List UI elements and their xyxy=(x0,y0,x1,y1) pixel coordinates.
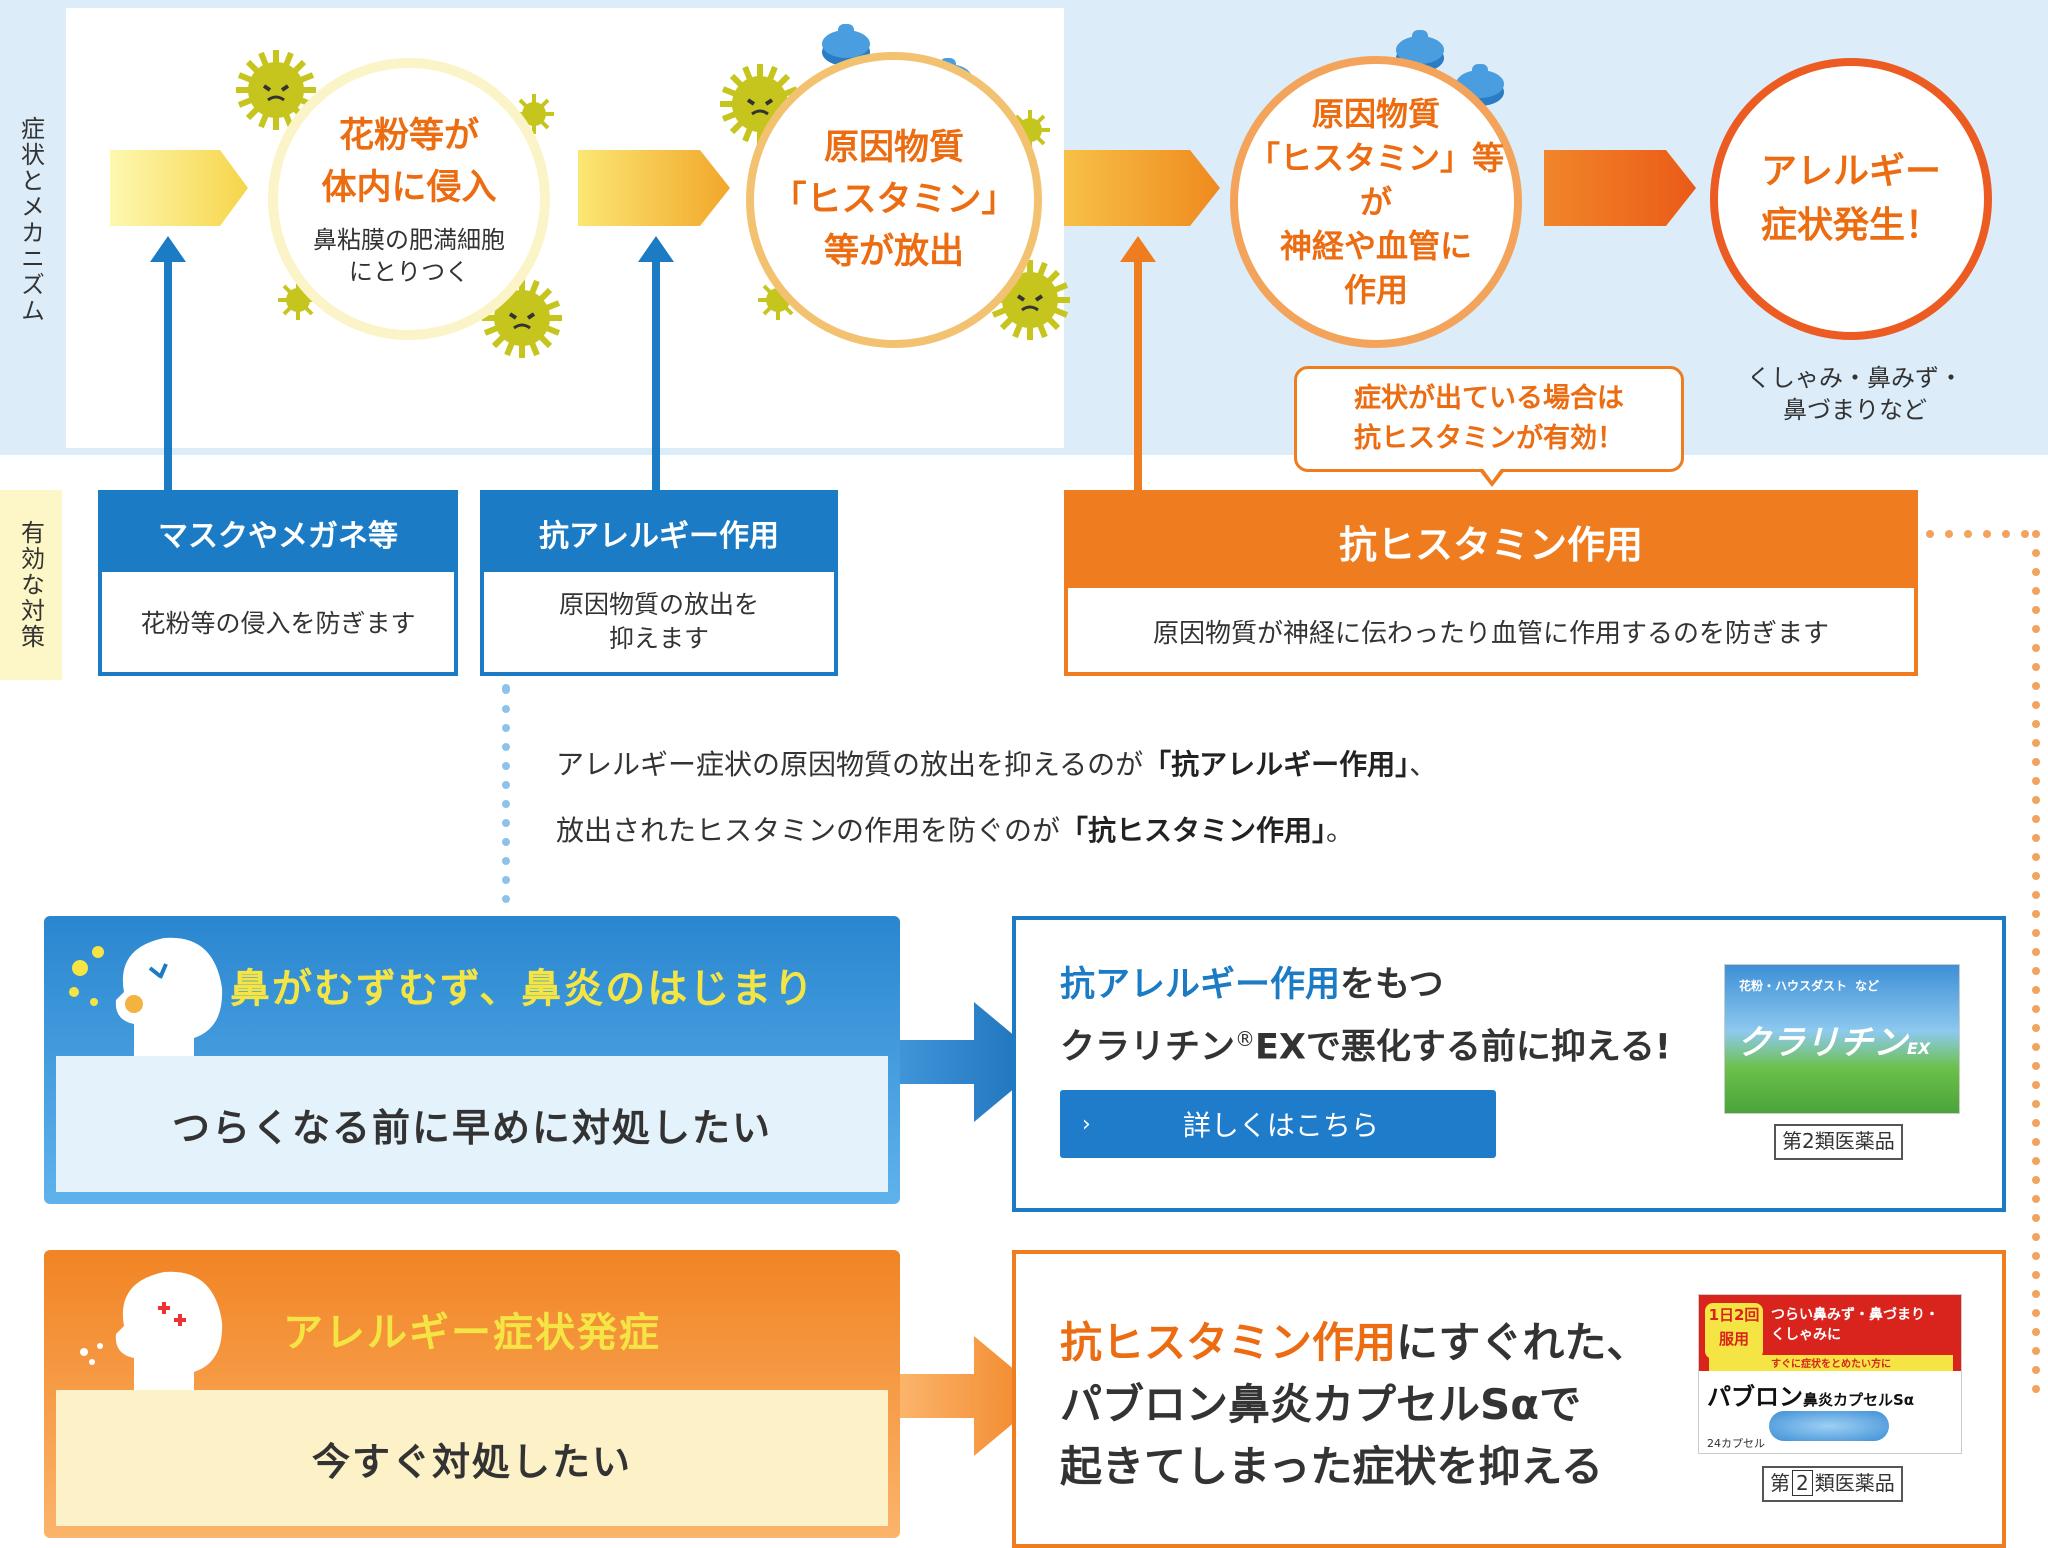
stage-allergy-onset: アレルギー症状発症 今すぐ対処したい xyxy=(44,1250,900,1538)
measure-mask-desc: 花粉等の侵入を防ぎます xyxy=(140,609,416,638)
details-button[interactable]: › 詳しくはこちら xyxy=(1060,1090,1496,1158)
step-histamine-release: 原因物質 「ヒスタミン」 等が放出 xyxy=(746,52,1042,348)
arrow-antiallergy-up xyxy=(638,236,674,490)
stage-early-subtitle: つらくなる前に早めに対処したい xyxy=(56,1056,888,1192)
measure-antiallergy-desc: 原因物質の放出を 抑えます xyxy=(558,590,759,653)
stage-onset-arrow xyxy=(900,1336,1046,1456)
flow-arrow-4 xyxy=(1544,150,1696,226)
product-pabron-description: 抗ヒスタミン作用にすぐれた、 パブロン鼻炎カプセルSαで 起きてしまった症状を抑… xyxy=(1060,1318,1649,1491)
drug-class-badge: 第2類医薬品 xyxy=(1774,1124,1903,1160)
flow-arrow-2 xyxy=(578,150,730,226)
symptom-examples: くしゃみ・鼻みず・ 鼻づまりなど xyxy=(1747,364,1963,424)
measure-antiallergy-title: 抗アレルギー作用 xyxy=(484,494,834,572)
measures-section-label: 有効な対策 xyxy=(0,490,62,680)
measure-antihistamine-desc: 原因物質が神経に伝わったり血管に作用するのを防ぎます xyxy=(1152,618,1829,649)
stage-early-symptoms: 鼻がむずむず、鼻炎のはじまり つらくなる前に早めに対処したい xyxy=(44,916,900,1204)
sneezing-face-icon xyxy=(69,937,223,1056)
measure-mask-title: マスクやメガネ等 xyxy=(102,494,454,572)
step-allergy-symptoms: アレルギー 症状発生！ xyxy=(1710,58,1992,340)
flow-arrow-1 xyxy=(110,150,248,226)
explanation-text: アレルギー症状の原因物質の放出を抑えるのが「抗アレルギー作用」、 放出されたヒス… xyxy=(556,732,1756,864)
stage-onset-subtitle: 今すぐ対処したい xyxy=(56,1390,888,1526)
sneezing-face-icon xyxy=(80,1271,223,1390)
arrow-antihist-up xyxy=(1120,236,1156,490)
product-pabron-card: 抗ヒスタミン作用にすぐれた、 パブロン鼻炎カプセルSαで 起きてしまった症状を抑… xyxy=(1012,1250,2006,1548)
antihistamine-callout: 症状が出ている場合は 抗ヒスタミンが有効！ xyxy=(1294,366,1684,472)
arrow-mask-up xyxy=(150,236,186,490)
step-histamine-action: 原因物質 「ヒスタミン」等が 神経や血管に 作用 xyxy=(1230,56,1522,348)
product-claritin-card: 抗アレルギー作用をもつ クラリチン®EXで悪化する前に抑える! › 詳しくはこち… xyxy=(1012,916,2006,1212)
step2-title: 原因物質 「ヒスタミン」 等が放出 xyxy=(771,128,1017,272)
step3-title: 原因物質 「ヒスタミン」等が 神経や血管に 作用 xyxy=(1247,95,1504,309)
product-claritin-description: 抗アレルギー作用をもつ クラリチン®EXで悪化する前に抑える! xyxy=(1060,965,1671,1068)
measure-antihistamine: 抗ヒスタミン作用 原因物質が神経に伝わったり血管に作用するのを防ぎます xyxy=(1064,490,1918,676)
measure-antiallergy: 抗アレルギー作用 原因物質の放出を 抑えます xyxy=(480,490,838,676)
stage-early-arrow xyxy=(900,1002,1046,1122)
stage-onset-title: アレルギー症状発症 xyxy=(283,1310,661,1356)
callout-tail-inner xyxy=(1481,466,1503,481)
step1-title: 花粉等が 体内に侵入 xyxy=(321,116,497,208)
measure-mask: マスクやメガネ等 花粉等の侵入を防ぎます xyxy=(98,490,458,676)
pabron-package-image: 1日2回服用 つらい鼻みず・鼻づまり・くしゃみに すぐに症状をとめたい方に パブ… xyxy=(1698,1294,1962,1454)
details-button-label: 詳しくはこちら xyxy=(1182,1109,1379,1142)
step4-title: アレルギー 症状発生！ xyxy=(1760,151,1941,246)
chevron-right-icon: › xyxy=(1082,1111,1091,1137)
step-pollen-invasion: 花粉等が 体内に侵入 鼻粘膜の肥満細胞 にとりつく xyxy=(268,58,550,340)
mechanism-section-label: 症状とメカニズム xyxy=(16,116,45,324)
explanation-line1: アレルギー症状の原因物質の放出を抑えるのが「抗アレルギー作用」、 xyxy=(556,748,1438,781)
flow-arrows xyxy=(110,150,1696,700)
step1-subtitle: 鼻粘膜の肥満細胞 にとりつく xyxy=(313,226,505,286)
flow-arrow-3 xyxy=(1064,150,1220,226)
stage-early-title: 鼻がむずむず、鼻炎のはじまり xyxy=(230,966,816,1012)
claritin-package-image: 花粉・ハウスダスト など クラリチンEX xyxy=(1724,964,1960,1114)
measure-antihistamine-title: 抗ヒスタミン作用 xyxy=(1068,494,1914,588)
explanation-line2: 放出されたヒスタミンの作用を防ぐのが「抗ヒスタミン作用」。 xyxy=(556,814,1355,847)
